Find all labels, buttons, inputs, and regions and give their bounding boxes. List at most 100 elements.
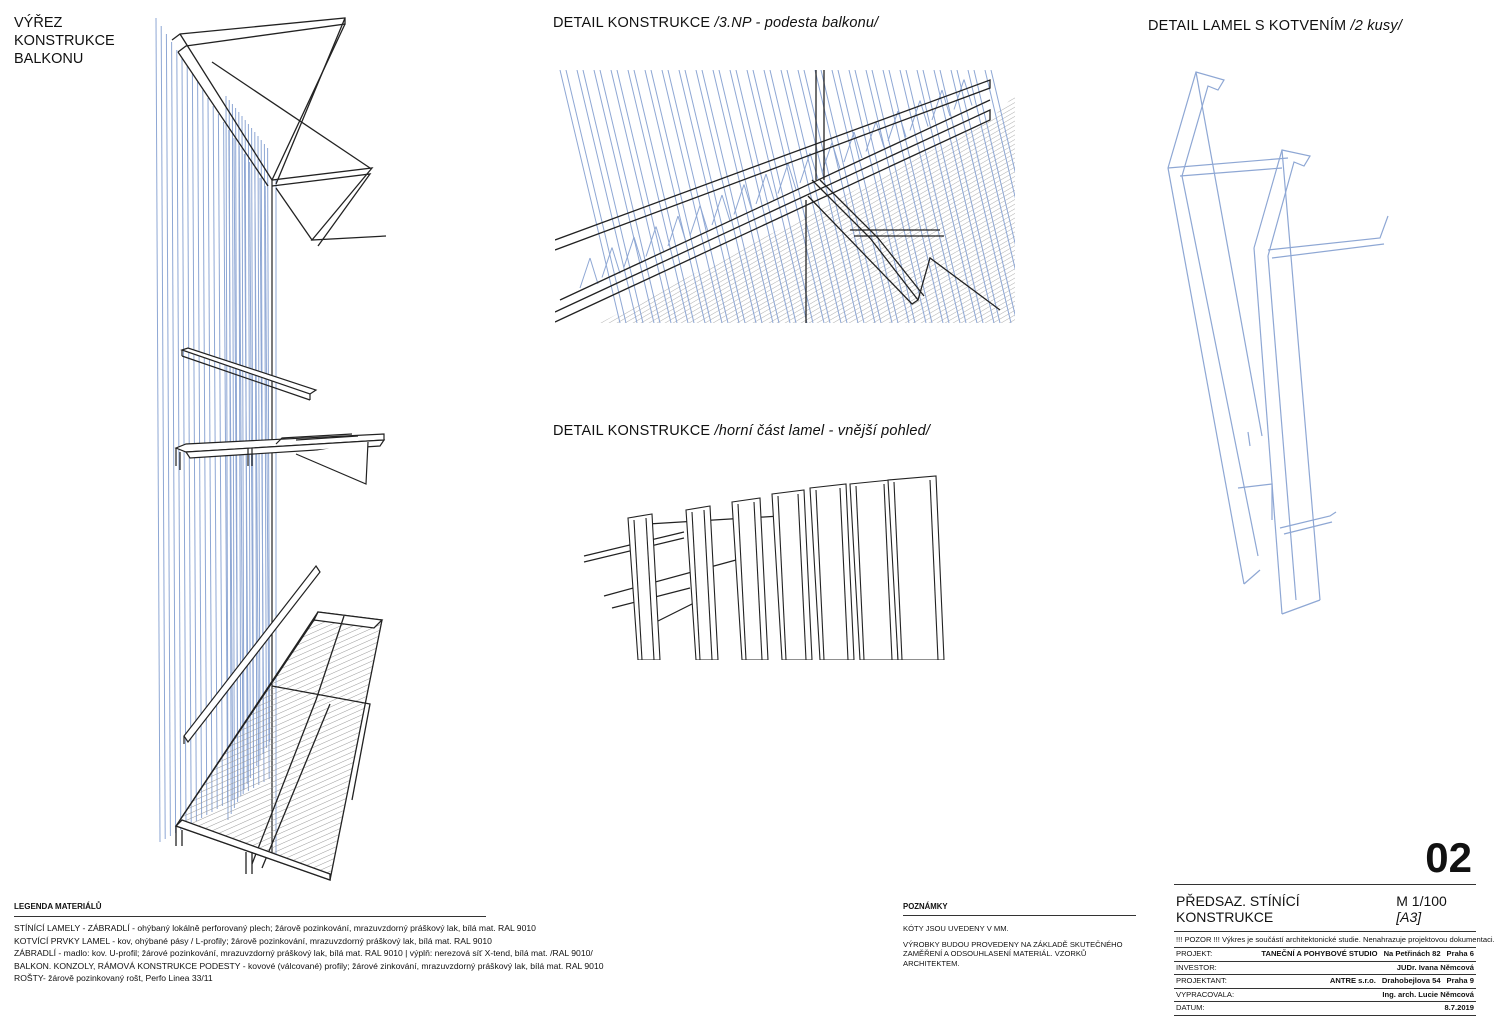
detail-top-heading: DETAIL KONSTRUKCE /3.NP - podesta balkon… <box>553 15 878 31</box>
lamella-edge <box>753 501 763 660</box>
lamella-line <box>871 70 933 323</box>
balcony-platform <box>174 611 384 881</box>
balcony-title-line-3: BALKONU <box>14 51 84 67</box>
mid-bracket <box>174 433 386 485</box>
lamella-hanger <box>667 215 679 247</box>
lamella-line <box>231 103 235 809</box>
lamella-hanger <box>689 205 701 236</box>
lamella-line <box>769 70 831 323</box>
lamella-hanger <box>755 173 767 205</box>
lamella-edge <box>839 487 849 660</box>
lamella-line <box>171 41 177 834</box>
lamella-line <box>854 70 916 323</box>
lamella-line <box>225 95 229 821</box>
lamella-box <box>809 483 855 660</box>
lamella-line <box>882 70 944 323</box>
lamella-hanger <box>711 194 723 226</box>
detail-top-subtitle: /3.NP - podesta balkonu/ <box>714 15 879 31</box>
lamella-line <box>735 70 797 323</box>
detail-middle-drawing <box>583 475 945 660</box>
lamella-line <box>729 70 791 323</box>
lamella-hanger <box>875 121 885 148</box>
lamella-line <box>763 70 825 323</box>
lamella-edge <box>883 483 893 660</box>
lamella-hanger <box>677 215 687 243</box>
lamella-hanger <box>623 236 635 268</box>
lamella-hanger <box>941 89 951 117</box>
lamella-hanger <box>743 184 753 211</box>
lamella-box <box>731 497 769 660</box>
lamella-edge <box>703 509 713 660</box>
mid-rail <box>180 347 318 401</box>
detail-top-title: DETAIL KONSTRUKCE <box>553 15 711 31</box>
balcony-cutout-drawing <box>155 17 387 881</box>
lamella-line <box>684 70 746 323</box>
lamella-line <box>212 105 218 810</box>
lamella-line <box>627 70 689 323</box>
lamella-hanger <box>953 79 965 110</box>
lamella-box <box>685 505 719 660</box>
sheet-number: 02 <box>1425 834 1472 881</box>
lamella-line <box>264 185 270 780</box>
lamella-line <box>990 70 1015 174</box>
lamella-edge <box>633 519 643 660</box>
detail-right-drawing <box>1167 71 1389 615</box>
lamella-line <box>176 49 182 831</box>
lamella-line <box>780 70 842 323</box>
lamella-line <box>950 70 1012 323</box>
lamella-line <box>803 70 865 323</box>
lamella-line <box>165 33 171 837</box>
detail-right-subtitle: /2 kusy/ <box>1350 18 1403 34</box>
note-row: VÝROBKY BUDOU PROVEDENY NA ZÁKLADĚ SKUTE… <box>903 939 1123 968</box>
lamella-edge <box>737 503 747 660</box>
lamella-hanger <box>699 205 709 232</box>
lamella-line <box>633 70 695 323</box>
lamella-hanger <box>963 79 973 106</box>
lamella-line <box>155 17 161 843</box>
lamella-line <box>582 70 644 323</box>
lamella-hanger <box>809 152 819 180</box>
detail-top-drawing <box>555 70 1015 323</box>
lamella-line <box>238 145 244 795</box>
lamella-line <box>661 70 723 323</box>
tb-row-investor: INVESTOR: JUDr. Ivana Němcová <box>1174 962 1476 976</box>
lamella-hanger <box>787 163 797 190</box>
lamella-hanger <box>611 247 621 274</box>
lamella-line <box>786 70 848 323</box>
detail-right-heading: DETAIL LAMEL S KOTVENÍM /2 kusy/ <box>1148 18 1402 34</box>
lamella-line <box>933 70 995 323</box>
lower-rail <box>183 564 321 744</box>
balcony-title-line-1: VÝŘEZ <box>14 15 63 31</box>
lamella-hanger <box>897 110 907 138</box>
lamella-hanger <box>799 152 811 184</box>
tb-row-date: DATUM: 8.7.2019 <box>1174 1002 1476 1016</box>
lamella-hanger <box>589 257 599 285</box>
lamella-hanger <box>843 131 855 163</box>
legend-heading: LEGENDA MATERIÁLŮ <box>14 902 486 917</box>
notes-block: POZNÁMKY KÓTY JSOU UVEDENY V MM. VÝROBKY… <box>903 902 1136 974</box>
lamella-hanger <box>721 194 731 222</box>
scale-label: M 1/100 [A3] <box>1396 893 1447 925</box>
note-row: KÓTY JSOU UVEDENY V MM. <box>903 924 1009 933</box>
lamella-hanger <box>645 226 657 257</box>
lamella-line <box>701 70 763 323</box>
lamella-edge <box>691 511 701 660</box>
tb-row-author: VYPRACOVALA: Ing. arch. Lucie Němcová <box>1174 989 1476 1003</box>
lamella-line <box>610 70 672 323</box>
lamella-line <box>820 70 882 323</box>
lamella-line <box>718 70 780 323</box>
lamella-hanger <box>887 110 899 142</box>
lamella-line <box>616 70 678 323</box>
lamella-line <box>984 70 1015 199</box>
legend-row: STÍNÍCÍ LAMELY - ZÁBRADLÍ - ohýbaný loká… <box>14 923 536 933</box>
detail-middle-title: DETAIL KONSTRUKCE <box>553 423 711 439</box>
lamella-line <box>576 70 638 323</box>
lamella-line <box>956 70 1015 317</box>
lamella-line <box>593 70 655 323</box>
lamella-line <box>559 70 621 323</box>
lamella-line <box>899 70 961 323</box>
lamella-line <box>650 70 712 323</box>
detail-middle-subtitle: /horní část lamel - vnější pohled/ <box>714 423 931 439</box>
drawings-canvas <box>155 17 1389 881</box>
